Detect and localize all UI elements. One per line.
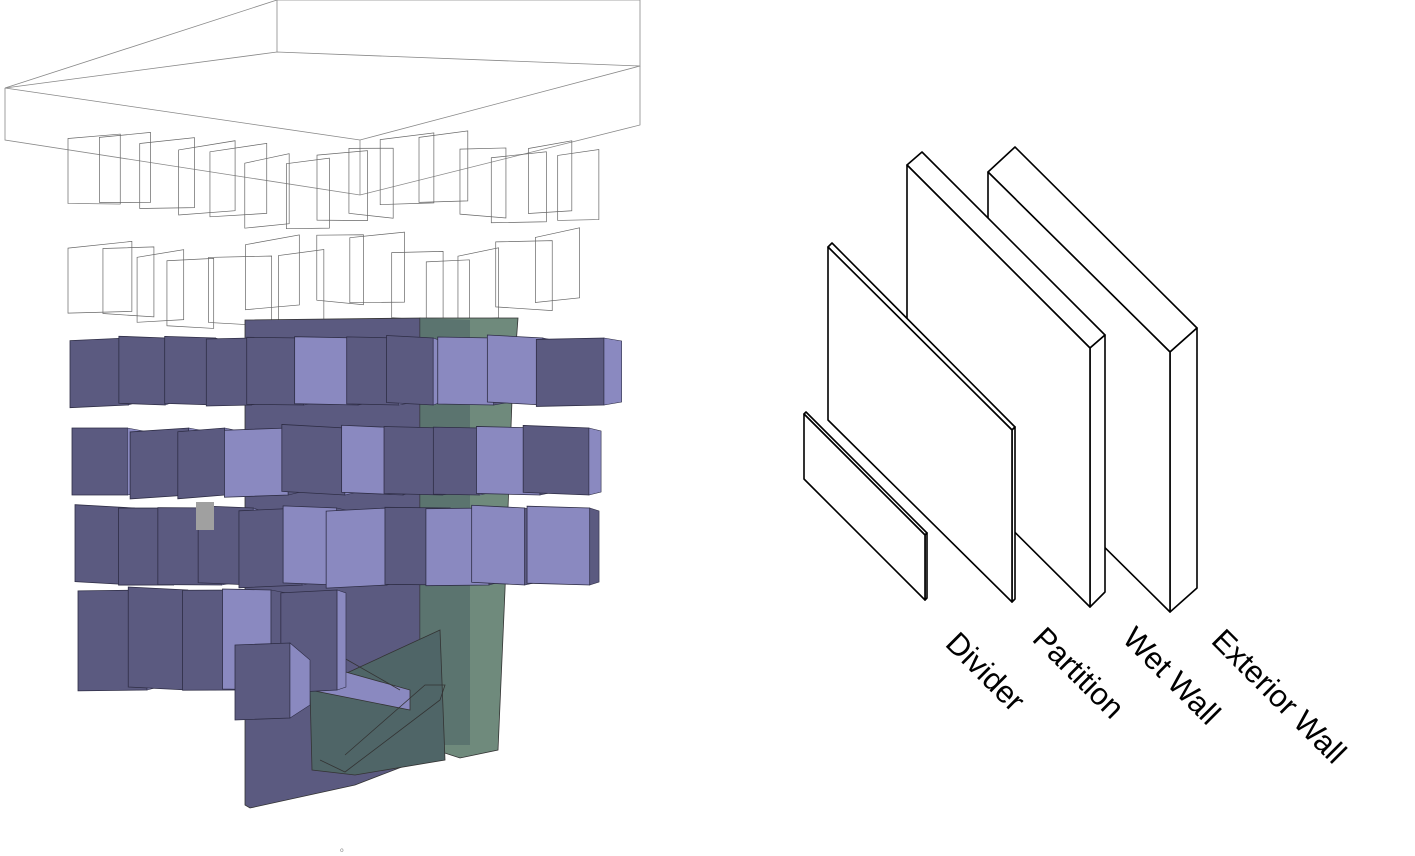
wall-type-labels: Divider Partition Wet Wall Exterior Wall: [939, 620, 1353, 770]
wall-panel: [386, 335, 434, 406]
panel-outline: [457, 247, 499, 322]
lower-floor-panels: [69, 334, 622, 721]
panel-outline: [557, 149, 600, 221]
wall-panel: [471, 504, 526, 586]
panel-outline: [208, 255, 273, 327]
wall-panel-side: [336, 589, 347, 691]
panel-outline: [244, 153, 290, 229]
wall-panel: [535, 337, 605, 407]
panel-outline: [459, 147, 507, 219]
label-partition: Partition: [1026, 620, 1131, 725]
wall-panel: [127, 586, 188, 691]
wall-panel: [177, 427, 226, 500]
panel-outline: [139, 137, 195, 209]
partition-shape: [827, 242, 1016, 603]
wall-panel-side: [589, 507, 600, 586]
label-exterior-wall: Exterior Wall: [1205, 622, 1353, 770]
wall-panel-side: [289, 642, 311, 719]
wall-panel: [71, 427, 128, 496]
wall-panel: [432, 426, 480, 496]
wet-wall-shape: [906, 151, 1106, 608]
wall-panel: [281, 423, 346, 496]
wall-panel: [224, 427, 289, 498]
wall-panel: [325, 507, 388, 589]
panel-outline: [209, 142, 268, 218]
wall-panel: [205, 337, 252, 407]
label-wet-wall: Wet Wall: [1116, 620, 1227, 731]
wall-panel: [437, 336, 495, 406]
panel-outline: [528, 140, 573, 214]
wall-panel: [526, 505, 591, 586]
building-axonometric: o: [4, 0, 641, 854]
wall-type-legend: [803, 146, 1198, 613]
divider-shape: [803, 411, 928, 601]
panel-outline: [379, 132, 435, 205]
panel-outline: [178, 140, 236, 216]
wall-panel-side: [603, 337, 622, 406]
panel-outline: [316, 234, 364, 306]
wall-panel: [486, 334, 544, 406]
panel-outline: [67, 133, 121, 205]
origin-marker: o: [340, 847, 344, 854]
panel-outline: [99, 132, 151, 203]
panel-outline: [67, 241, 133, 314]
panel-outline: [136, 249, 185, 323]
panel-outline: [245, 234, 300, 311]
roof-slab-outline: [4, 0, 641, 196]
panel-outline: [285, 157, 330, 230]
panel-outline: [349, 231, 405, 304]
panel-outline: [535, 227, 580, 303]
panel-outline: [166, 258, 215, 329]
upper-floor-panel-outlines: [67, 130, 600, 331]
panel-outline: [418, 130, 469, 203]
void-opening: [196, 502, 214, 530]
panel-outline: [102, 246, 155, 318]
panel-outline: [490, 151, 547, 224]
panel-outline: [391, 250, 444, 322]
panel-outline: [316, 150, 368, 222]
wall-panel: [234, 642, 291, 721]
panel-outline: [495, 240, 553, 311]
panel-outline: [348, 147, 394, 219]
wall-panel: [118, 335, 166, 406]
label-divider: Divider: [939, 625, 1032, 718]
wall-panel: [522, 425, 590, 496]
wall-panel-side: [588, 427, 602, 496]
